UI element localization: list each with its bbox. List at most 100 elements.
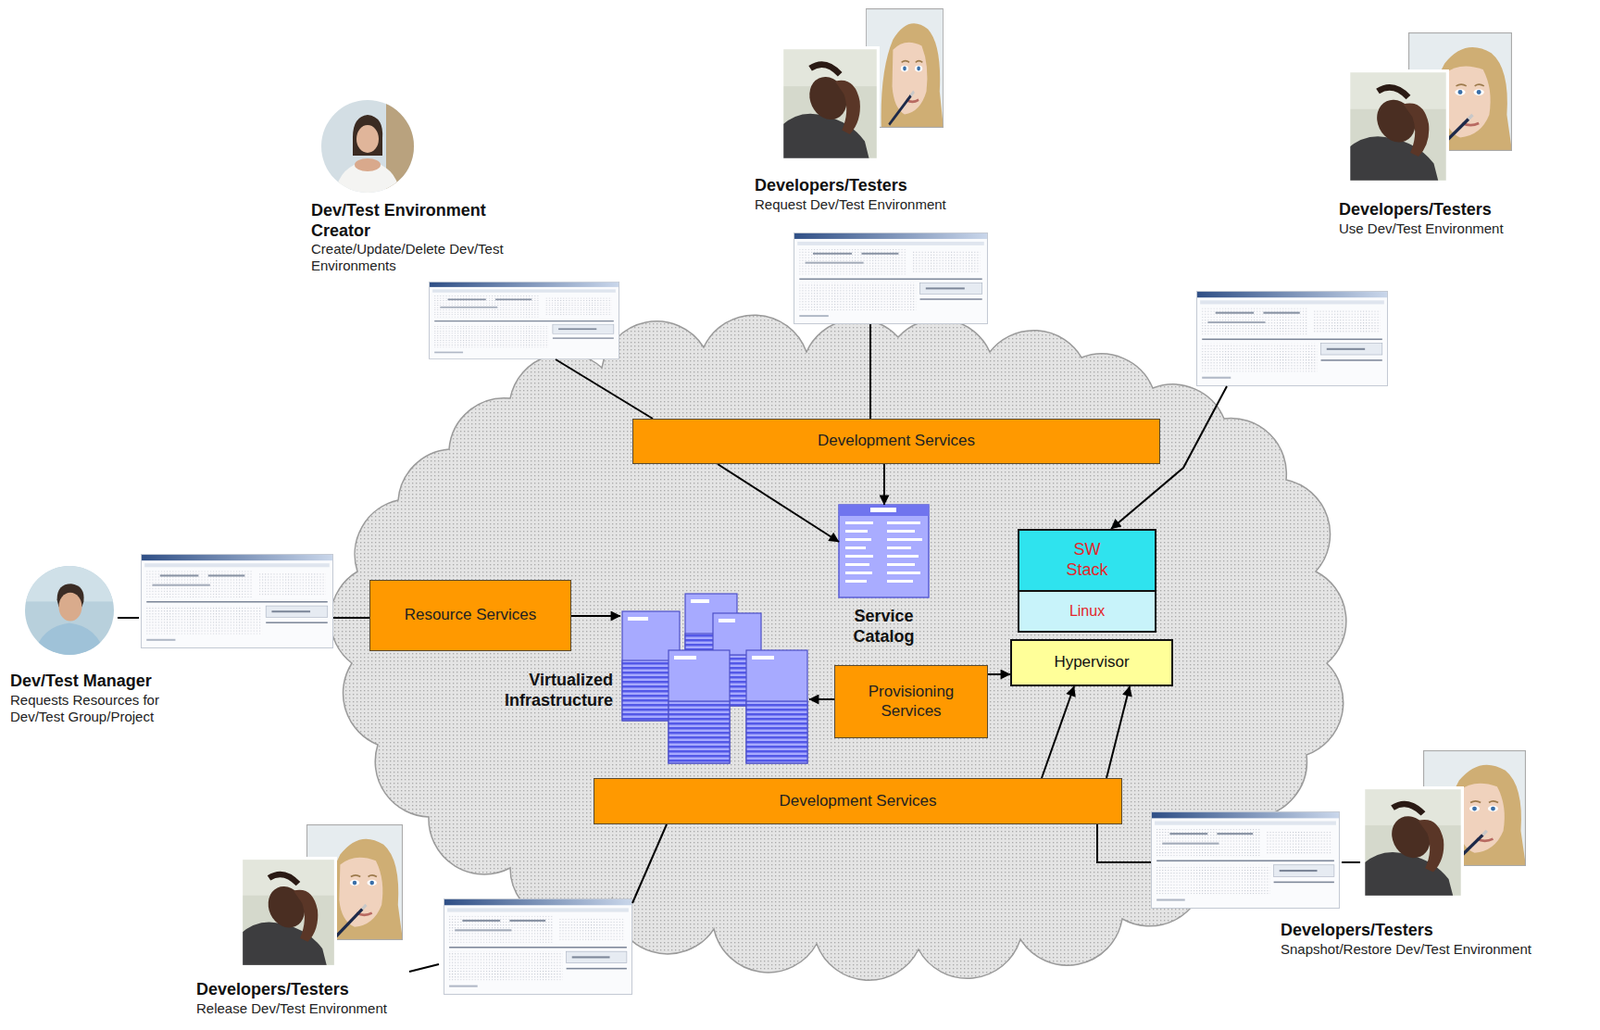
cloud <box>330 314 1347 980</box>
screen-thumbnail <box>141 554 334 649</box>
server-icon <box>690 599 710 603</box>
catalog-icon <box>887 529 915 533</box>
role-heading: Developers/Testers <box>1280 920 1587 941</box>
icon-node: Service Catalog <box>838 504 929 598</box>
connector <box>555 359 653 419</box>
cloud <box>330 314 1347 980</box>
connector <box>883 463 886 505</box>
leader-tick <box>1341 861 1361 863</box>
server-icon <box>668 650 730 763</box>
person-photo <box>25 565 114 655</box>
role-description: Create/Update/Delete Dev/Test Environmen… <box>311 240 511 275</box>
person-photo <box>1347 69 1450 184</box>
text-block: Dev/Test Environment CreatorCreate/Updat… <box>311 200 511 275</box>
catalog-icon <box>845 579 867 583</box>
role-description: Use Dev/Test Environment <box>1338 220 1580 238</box>
server-icon <box>668 700 730 763</box>
connector <box>869 324 872 419</box>
server-icon <box>746 650 808 763</box>
text-block: Service Catalog <box>833 606 936 647</box>
catalog-icon <box>870 507 897 513</box>
server-icon <box>718 618 736 623</box>
text-block: Virtualized Infrastructure <box>460 670 613 711</box>
screen-thumbnail <box>444 899 633 995</box>
connector <box>987 673 1011 675</box>
text-block: Developers/TestersUse Dev/Test Environme… <box>1338 200 1580 238</box>
catalog-icon <box>845 554 874 558</box>
node-label: Development Services <box>817 431 975 450</box>
node-label: Development Services <box>778 791 937 811</box>
server-icon <box>627 616 649 621</box>
service-band: Resource Services <box>369 579 572 651</box>
role-group: Dev/Test ManagerRequests Resources for D… <box>10 553 334 732</box>
service-band: Development Services <box>632 418 1161 464</box>
text-block: Resource Services <box>404 605 538 625</box>
connector <box>1106 686 1130 778</box>
catalog-icon <box>845 529 868 533</box>
stack-layer: SW Stack <box>1017 528 1157 592</box>
role-group: Dev/Test Environment CreatorCreate/Updat… <box>311 92 620 360</box>
role-description: Request Dev/Test Environment <box>754 196 987 213</box>
text-block: Developers/TestersRelease Dev/Test Envir… <box>196 979 428 1017</box>
node-label: Service Catalog <box>833 606 936 647</box>
catalog-icon <box>838 504 929 598</box>
service-band: Development Services <box>593 777 1123 825</box>
node-label: Virtualized Infrastructure <box>460 670 613 711</box>
role-description: Release Dev/Test Environment <box>196 1000 428 1017</box>
screen-thumbnail <box>429 281 620 359</box>
connector <box>632 824 667 903</box>
role-heading: Dev/Test Environment Creator <box>311 200 511 241</box>
catalog-icon <box>887 579 913 583</box>
role-group: Developers/TestersUse Dev/Test Environme… <box>1196 32 1584 387</box>
role-group: Developers/TestersSnapshot/Restore Dev/T… <box>1150 750 1590 962</box>
person-photo <box>780 46 880 162</box>
role-heading: Dev/Test Manager <box>10 671 196 692</box>
node-label: Resource Services <box>404 605 538 625</box>
text-block: SW Stack <box>1059 539 1115 580</box>
screen-thumbnail <box>141 232 1388 994</box>
catalog-icon <box>887 571 921 575</box>
connector <box>717 463 839 542</box>
stack-layer: Linux <box>1017 591 1157 633</box>
catalog-icon <box>838 504 929 598</box>
node-label: Hypervisor <box>1053 652 1129 672</box>
catalog-icon <box>845 537 872 541</box>
catalog-icon <box>845 546 866 550</box>
screen-thumbnail <box>794 232 988 324</box>
server-icon <box>746 700 808 763</box>
person-photo <box>321 100 414 193</box>
catalog-icon <box>887 554 919 558</box>
node-label: SW Stack <box>1059 539 1115 580</box>
role-heading: Developers/Testers <box>1338 200 1580 221</box>
connector <box>1041 686 1075 778</box>
connector <box>809 698 835 700</box>
service-band: Provisioning Services <box>834 664 988 738</box>
catalog-icon <box>845 521 874 525</box>
hypervisor-box: Hypervisor <box>1010 638 1174 687</box>
role-group: Developers/TestersRequest Dev/Test Envir… <box>754 8 990 325</box>
text-block: Dev/Test ManagerRequests Resources for D… <box>10 671 196 725</box>
person-photo <box>1362 786 1464 899</box>
text-block: Provisioning Services <box>842 682 980 721</box>
text-block: Development Services <box>817 431 975 450</box>
leader-tick <box>117 617 1361 972</box>
role-description: Snapshot/Restore Dev/Test Environment <box>1280 940 1587 958</box>
server-icon <box>674 655 697 660</box>
role-group: Developers/TestersRelease Dev/Test Envir… <box>196 824 633 1024</box>
role-description: Requests Resources for Dev/Test Group/Pr… <box>10 691 196 725</box>
catalog-icon <box>887 521 921 525</box>
catalog-icon <box>845 571 873 575</box>
node-label: Provisioning Services <box>842 682 980 721</box>
text-block: Development Services <box>778 791 937 811</box>
person-photo <box>25 8 1526 968</box>
leader-tick <box>409 963 439 972</box>
catalog-icon <box>887 562 915 566</box>
role-heading: Developers/Testers <box>196 979 428 1000</box>
server-icon <box>622 593 808 763</box>
screen-thumbnail <box>1197 291 1388 387</box>
text-block: Developers/TestersRequest Dev/Test Envir… <box>754 175 987 213</box>
connector <box>333 616 370 619</box>
